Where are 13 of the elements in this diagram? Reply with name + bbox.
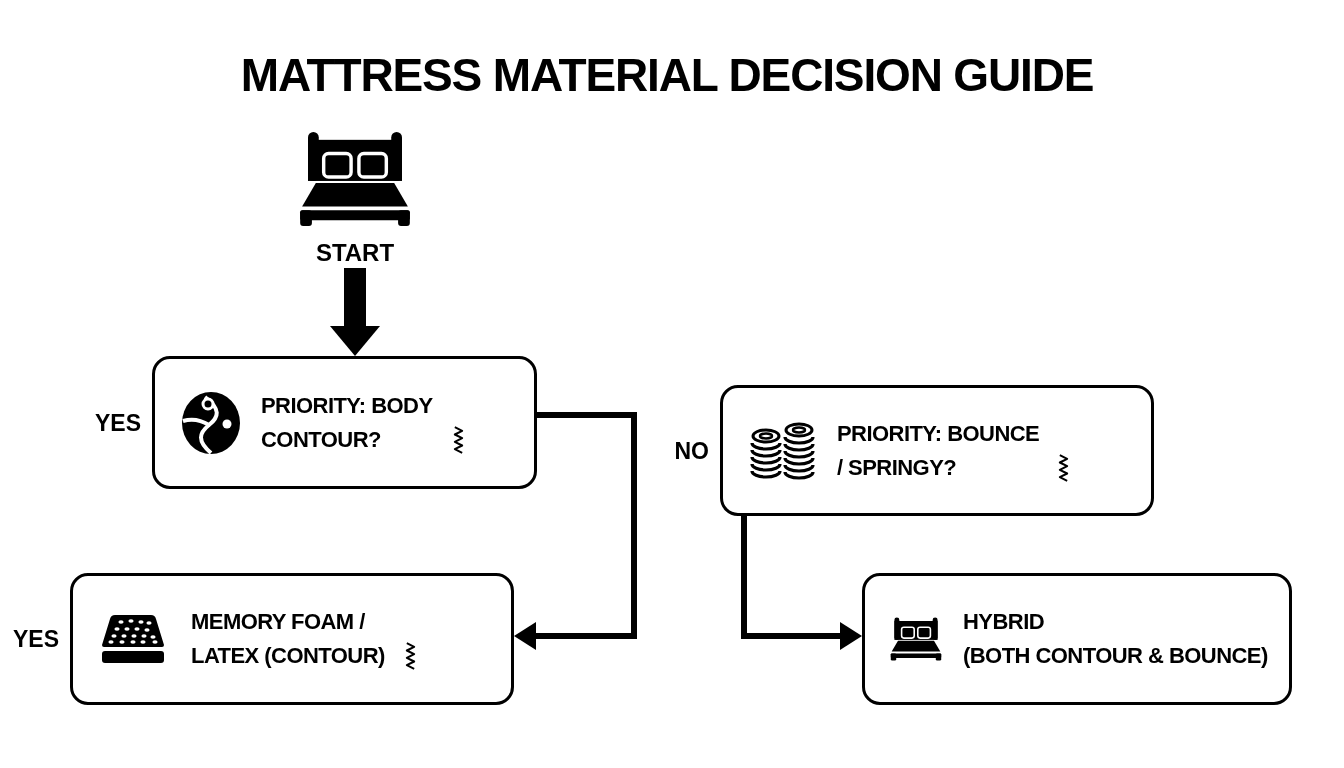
arrow	[741, 516, 862, 650]
result-box	[862, 573, 1292, 705]
start-label: START	[315, 238, 395, 268]
answer-label: YES	[12, 627, 59, 651]
question-text: PRIORITY: BODY CONTOUR?	[261, 391, 434, 454]
answer-label: NO	[674, 439, 709, 462]
question-text: PRIORITY: BOUNCE / SPRINGY?	[837, 419, 1041, 482]
answer-label: YES	[94, 411, 141, 434]
arrow	[514, 412, 637, 650]
result-text: HYBRID	[963, 608, 1045, 636]
result-text: (BOTH CONTOUR & BOUNCE)	[963, 642, 1268, 670]
diagram-title: MATTRESS MATERIAL DECISION GUIDE	[240, 52, 1094, 98]
result-text: MEMORY FOAM / LATEX (CONTOUR)	[191, 608, 386, 670]
